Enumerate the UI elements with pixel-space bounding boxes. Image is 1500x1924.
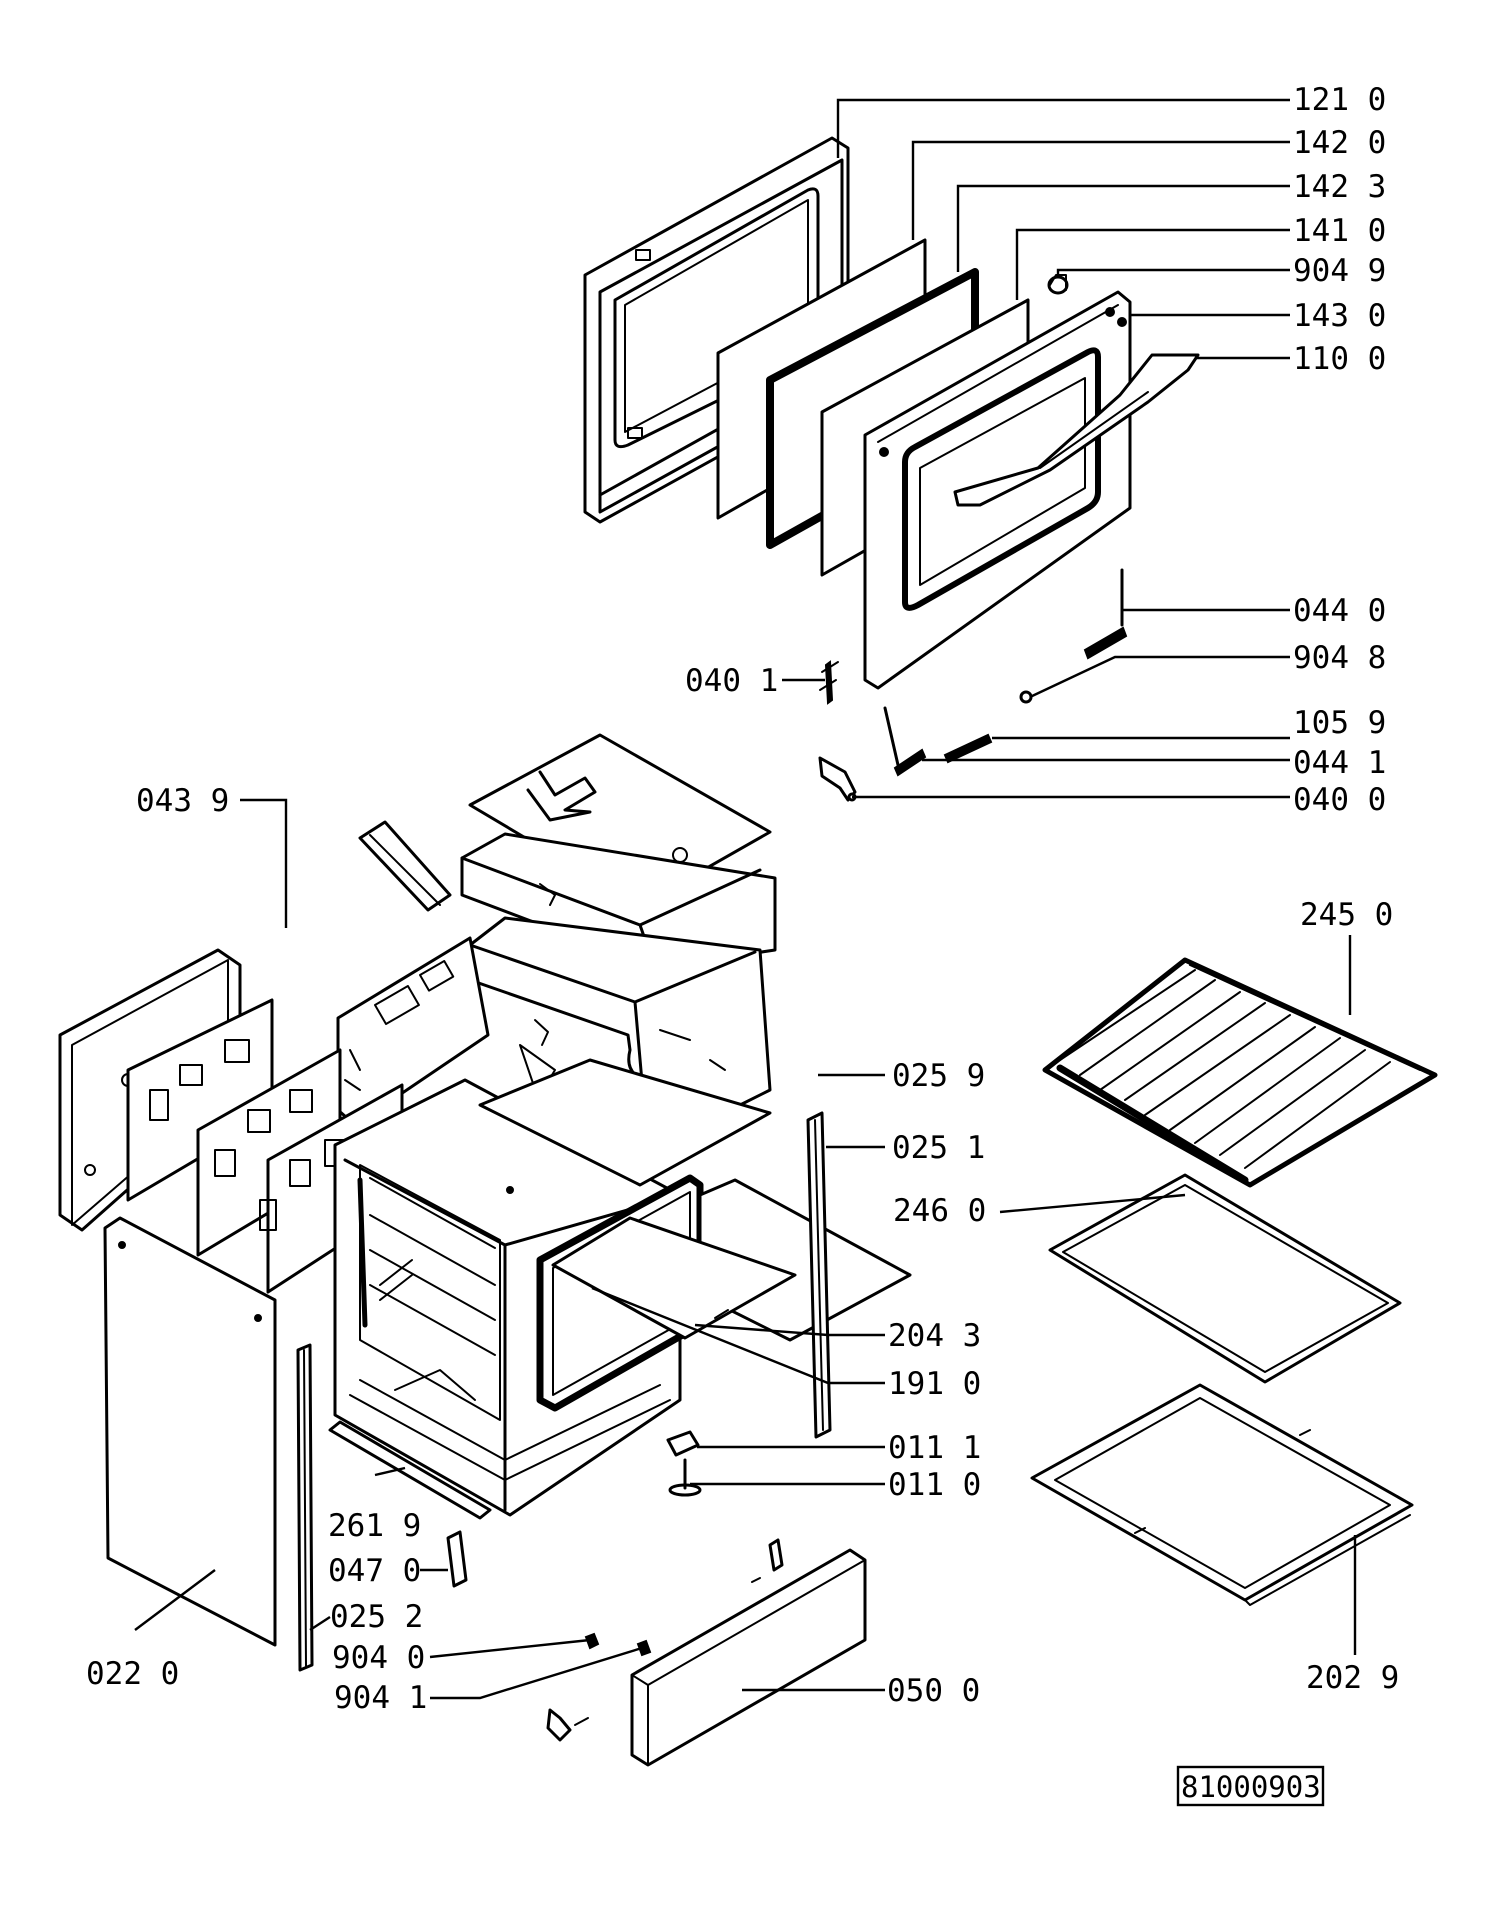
label-040-1: 040 1 (685, 663, 778, 699)
label-047-0: 047 0 (328, 1553, 421, 1589)
label-050-0: 050 0 (887, 1673, 980, 1709)
label-110-0: 110 0 (1293, 341, 1386, 377)
document-number-box: 81000903 (1176, 1765, 1325, 1807)
tray-246-0 (1048, 1173, 1402, 1384)
label-040-0: 040 0 (1293, 782, 1386, 818)
label-105-9: 105 9 (1293, 705, 1386, 741)
label-025-1: 025 1 (892, 1130, 985, 1166)
oven-lining-shell (468, 916, 772, 1107)
label-904-1: 904 1 (334, 1680, 427, 1716)
label-904-9: 904 9 (1293, 253, 1386, 289)
door-handle-110-0 (953, 353, 1200, 507)
label-204-3: 204 3 (888, 1318, 981, 1354)
oven-top-plate (478, 1058, 772, 1187)
label-044-1: 044 1 (1293, 745, 1386, 781)
knob-904-9 (1047, 274, 1069, 295)
bottom-rail-261-9 (328, 1420, 492, 1520)
wire-rack-245-0 (1042, 957, 1438, 1188)
label-043-9: 043 9 (136, 783, 229, 819)
label-141-0: 141 0 (1293, 213, 1386, 249)
main-carcass (333, 1078, 682, 1517)
part-labels: 121 0 142 0 142 3 141 0 904 9 143 0 110 … (86, 82, 1399, 1716)
label-904-8: 904 8 (1293, 640, 1386, 676)
label-142-0: 142 0 (1293, 125, 1386, 161)
leader-lines (134, 98, 1357, 1700)
label-142-3: 142 3 (1293, 169, 1386, 205)
label-022-0: 022 0 (86, 1656, 179, 1692)
label-246-0: 246 0 (893, 1193, 986, 1229)
label-044-0: 044 0 (1293, 593, 1386, 629)
top-hood (358, 820, 777, 970)
side-strip-025-2 (296, 1343, 314, 1672)
document-number: 81000903 (1181, 1770, 1321, 1804)
tray-202-9 (1030, 1383, 1414, 1606)
label-121-0: 121 0 (1293, 82, 1386, 118)
label-011-1: 011 1 (888, 1430, 981, 1466)
foot-parts (446, 1430, 784, 1742)
label-245-0: 245 0 (1300, 897, 1393, 933)
label-202-9: 202 9 (1306, 1660, 1399, 1696)
label-025-9: 025 9 (892, 1058, 985, 1094)
label-011-0: 011 0 (888, 1467, 981, 1503)
label-191-0: 191 0 (888, 1366, 981, 1402)
label-904-0: 904 0 (332, 1640, 425, 1676)
oven-glass-191-0 (551, 1216, 797, 1340)
side-strip-025-1 (806, 1111, 832, 1439)
label-143-0: 143 0 (1293, 298, 1386, 334)
label-025-2: 025 2 (330, 1599, 423, 1635)
side-panel-022-0 (103, 1216, 277, 1647)
label-261-9: 261 9 (328, 1508, 421, 1544)
plinth-050-0 (630, 1548, 867, 1767)
